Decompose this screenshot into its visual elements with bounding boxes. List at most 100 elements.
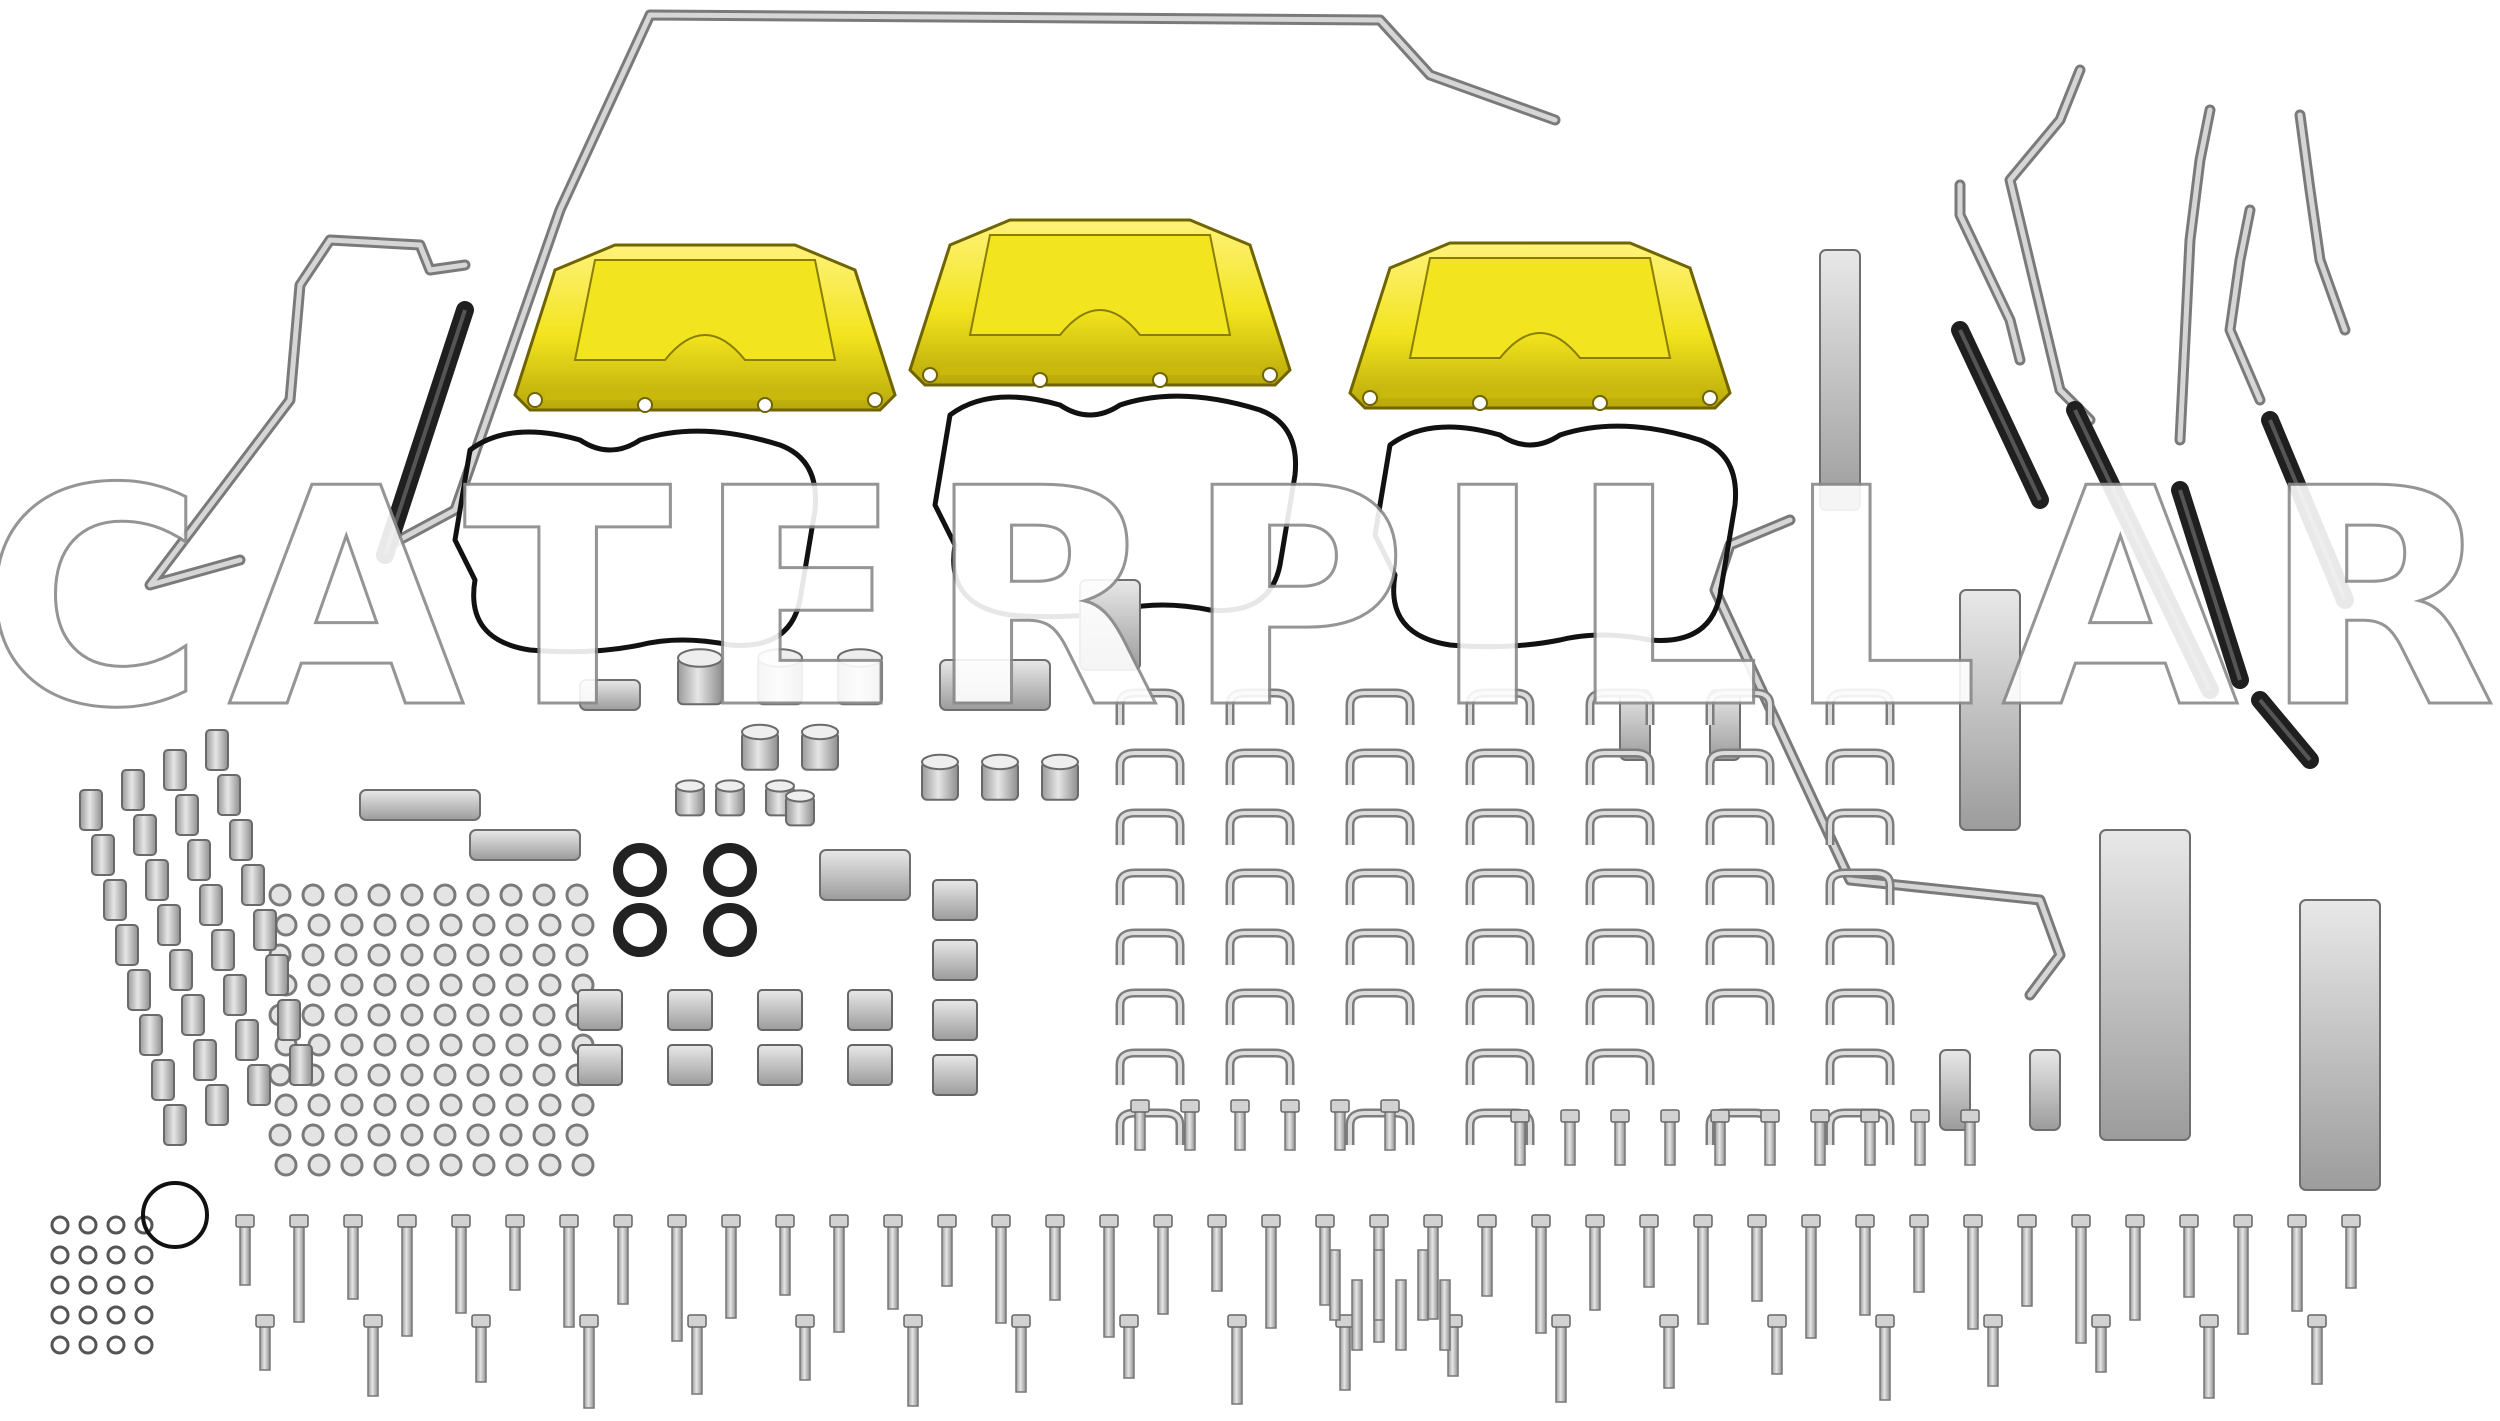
washer-icon [538,973,562,997]
nut-icon [175,794,199,836]
bolt-icon [1099,1214,1119,1338]
washer-icon [571,1093,595,1117]
hose-group [376,301,2354,769]
clamp-icon [1465,688,1535,725]
gasket-icon [932,393,1299,620]
clamp-icon [1825,1048,1895,1085]
bolt-icon [687,1314,707,1395]
clamp-icon [1115,1108,1185,1145]
bolt-icon [1767,1314,1787,1375]
clamp-icon [1225,988,1295,1025]
washer-icon [505,1093,529,1117]
bolt-icon [937,1214,957,1287]
clamp-icon [1115,748,1185,785]
bolt-icon [2017,1214,2037,1307]
washer-icon [439,913,463,937]
bracket-group [359,249,2381,1191]
bolt-icon [1045,1214,1065,1301]
bolt-icon [2071,1214,2091,1344]
clamp-icon [1705,868,1775,905]
washer-icon [538,1033,562,1057]
clamp-icon [1345,868,1415,905]
bolt-icon [2179,1214,2199,1298]
washer-icon [340,913,364,937]
bolt-icon [1531,1214,1551,1334]
washer-icon [400,1003,424,1027]
washer-icon [373,1033,397,1057]
bolt-icon [1230,1099,1250,1151]
clamp-icon [1585,988,1655,1025]
o-ring-icon [50,1215,70,1235]
washer-icon [472,1153,496,1177]
washer-icon [301,1123,325,1147]
bolt-icon [2233,1214,2253,1335]
washer-icon [373,913,397,937]
washer-icon [400,883,424,907]
bracket-icon [819,849,911,901]
washer-icon [532,883,556,907]
clamp-icon [1345,688,1415,725]
o-ring-icon [50,1305,70,1325]
bracket-icon [939,659,1051,711]
washer-icon [565,1123,589,1147]
washer-icon [439,1153,463,1177]
bolt-icon [505,1214,525,1291]
washer-icon [367,1003,391,1027]
bolt-icon [613,1214,633,1305]
clamp-icon [1345,1108,1415,1145]
stud-icon [1395,1279,1407,1351]
bolt-icon [991,1214,1011,1324]
gasket-icon [1372,423,1739,650]
bolt-icon [1011,1314,1031,1393]
nut-icon [145,859,169,901]
nut-icon [103,879,127,921]
washer-icon [499,943,523,967]
bolt-icon [363,1314,383,1397]
o-ring-icon [134,1245,154,1265]
bolt-icon [1551,1314,1571,1403]
bolt-icon [1380,1099,1400,1151]
clamp-icon [1465,808,1535,845]
washer-icon [538,1153,562,1177]
clamp-icon [1705,928,1775,965]
bolt-icon [397,1214,417,1337]
o-ring-icon [134,1335,154,1355]
stud-icon [1373,1249,1385,1321]
washer-icon [433,883,457,907]
bolt-icon [2307,1314,2327,1385]
nut-icon [247,1064,271,1106]
washer-icon [532,1123,556,1147]
washer-icon [373,1153,397,1177]
bolt-icon [1560,1109,1580,1166]
clamp-icon [1115,928,1185,965]
bolt-icon [1875,1314,1895,1401]
o-ring-icon [50,1335,70,1355]
clamp-icon [1705,688,1775,725]
nut-icon [169,949,193,991]
nut-icon [205,729,229,771]
washer-icon [571,1153,595,1177]
o-ring-icon [106,1245,126,1265]
clamp-icon [1825,748,1895,785]
washer-icon [538,1093,562,1117]
washer-icon [268,1063,292,1087]
stud-icon [1351,1279,1363,1351]
o-ring-icon [50,1275,70,1295]
washer-icon [400,1123,424,1147]
bolt-icon [1909,1214,1929,1293]
nut-icon [235,1019,259,1061]
clamp-icon [1115,808,1185,845]
bolt-icon [1660,1109,1680,1166]
clamp-icon [1465,748,1535,785]
clamp-icon [1825,808,1895,845]
bolt-icon [1180,1099,1200,1151]
nut-icon [181,994,205,1036]
nut-group [79,648,1079,1146]
nut-icon [133,814,157,856]
washer-icon [334,943,358,967]
o-ring-icon [78,1275,98,1295]
clamp-icon [1345,928,1415,965]
bolt-icon [1693,1214,1713,1325]
